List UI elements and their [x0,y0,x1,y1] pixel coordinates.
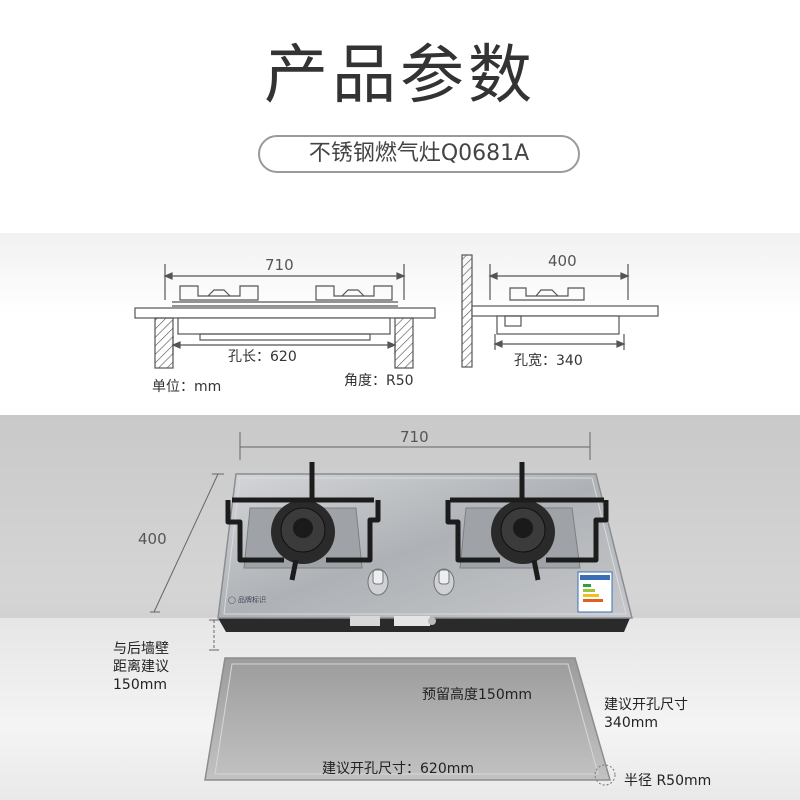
wall-distance-note: 与后墙壁 距离建议 150mm [113,640,169,694]
corner-angle-label: 角度：R50 [344,373,414,389]
reserved-height-label: 预留高度150mm [422,687,532,703]
page-title: 产品参数 [264,39,536,113]
product-name-badge: 不锈钢燃气灶Q0681A [258,135,580,173]
radius-marker [594,764,616,786]
cutout-width-note: 建议开孔尺寸 340mm [604,696,688,732]
hole-width-label: 孔宽：340 [514,353,583,369]
cutout-width-line-2: 340mm [604,715,658,731]
svg-text:◯ 品牌标识: ◯ 品牌标识 [228,595,266,604]
front-view-drawing [134,264,436,369]
wall-distance-line-2: 距离建议 [113,659,169,675]
cutout-hole [204,657,611,781]
wall-distance-line-1: 与后墙壁 [113,641,169,657]
photo-dimension-lines [150,432,591,651]
hole-length-label: 孔长：620 [228,349,297,365]
wall-distance-line-3: 150mm [113,677,167,693]
photo-depth-label: 400 [138,530,167,548]
front-width-label: 710 [265,256,294,274]
side-depth-label: 400 [548,252,577,270]
cutout-length-label: 建议开孔尺寸：620mm [322,761,474,777]
photo-width-label: 710 [400,428,429,446]
radius-label: 半径 R50mm [624,773,712,789]
unit-label: 单位：mm [152,379,222,395]
side-view-drawing [461,254,659,368]
cutout-width-line-1: 建议开孔尺寸 [604,697,688,713]
gas-stove-photo: ◯ 品牌标识 [217,462,633,632]
